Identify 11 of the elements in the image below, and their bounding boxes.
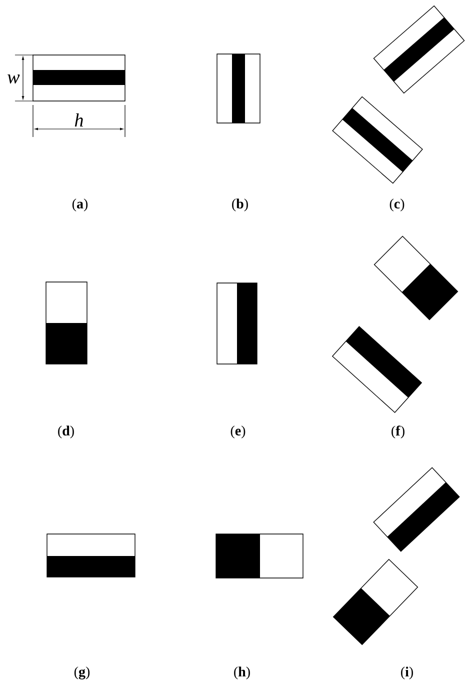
- panel-label: (f): [392, 426, 404, 438]
- dimension-label: w: [8, 74, 20, 84]
- panel-label: (d): [58, 426, 74, 438]
- panel-label: (h): [234, 666, 250, 680]
- panel-label: (b): [232, 198, 248, 212]
- panel-label: (e): [230, 426, 246, 438]
- panel-label: (a): [72, 198, 88, 212]
- panel-label: (c): [390, 198, 404, 212]
- dimension-label: h: [74, 113, 83, 126]
- panel-label: (i): [401, 666, 413, 680]
- panel-label: (g): [74, 666, 90, 680]
